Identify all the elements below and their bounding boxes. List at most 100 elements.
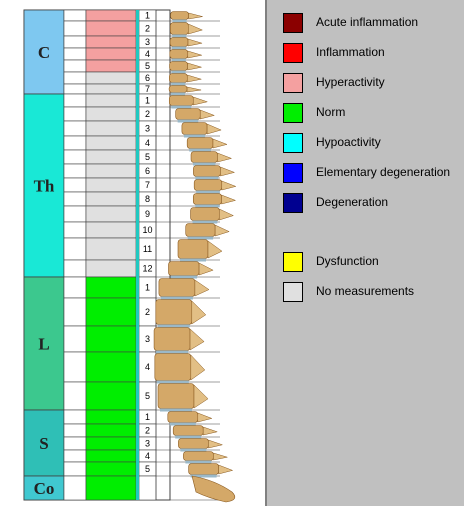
legend-label: Inflammation [316,45,385,59]
status-cell [86,410,136,424]
vertebra-number: 4 [145,138,150,148]
vertebra-number: 3 [145,37,150,47]
intervertebral-disc [175,436,201,439]
status-cell [86,192,136,206]
vertebra-number: 2 [145,109,150,119]
intervertebral-disc [173,20,187,23]
legend-label: Degeneration [316,195,388,209]
spinous-process [217,153,231,162]
intervertebral-disc [170,423,196,426]
status-cell [86,150,136,164]
spinous-process [187,87,201,92]
vertebra-number: 7 [145,84,150,94]
blank-cell [64,21,86,36]
blank-cell [64,298,86,326]
blank-cell [64,352,86,382]
vertebra-body [183,452,213,461]
vertebra-body [170,62,188,71]
intervertebral-disc [171,106,191,109]
vertebra-number: 7 [145,180,150,190]
status-cell [86,178,136,192]
legend-label: Acute inflammation [316,15,418,29]
spinous-process [198,413,212,422]
segment-letter: S [39,434,48,453]
spinous-process [191,355,205,380]
intervertebral-disc [172,47,186,50]
status-cell [86,476,136,500]
blank-cell [64,60,86,72]
status-cell [86,60,136,72]
status-cell [86,352,136,382]
status-cell [86,121,136,136]
vertebra-number: 4 [145,362,150,372]
spinous-process [187,75,201,82]
status-cell [86,298,136,326]
blank-cell [64,326,86,352]
intervertebral-disc [156,351,188,354]
spinous-process [203,427,217,435]
vertebra-body [170,38,188,47]
status-cell [86,424,136,437]
intervertebral-disc [171,83,185,86]
legend-swatch [283,73,303,93]
vertebra-number: 2 [145,426,150,436]
spinous-process [213,139,227,148]
spinous-process [188,51,202,58]
vertebra-body [155,354,191,381]
intervertebral-disc [180,449,206,452]
vertebra-body [191,208,220,221]
vertebra-number: 5 [145,391,150,401]
status-cell [86,277,136,298]
vertebra-body [170,23,188,35]
status-cell [86,21,136,36]
legend-label: No measurements [316,284,414,298]
status-cell [86,72,136,84]
segment-letter: L [38,335,49,354]
vertebra-number: 6 [145,166,150,176]
vertebra-number: 11 [143,244,152,254]
spinous-process [208,440,222,448]
legend-swatch [283,43,303,63]
status-cell [86,48,136,60]
blank-cell [64,462,86,476]
blank-cell [64,476,86,500]
vertebra-number: 8 [145,194,150,204]
blank-cell [64,277,86,298]
spinous-process [188,39,202,46]
vertebra-number: 5 [145,152,150,162]
status-cell [86,437,136,450]
spinous-process [220,167,234,176]
blank-cell [64,450,86,462]
vertebra-number: 4 [145,451,150,461]
legend-swatch [283,163,303,183]
legend-swatch [283,193,303,213]
spinous-process [219,209,233,220]
blank-cell [64,150,86,164]
vertebra-body [187,138,213,149]
vertebra-number: 5 [145,464,150,474]
intervertebral-disc [193,163,215,166]
blank-cell [64,121,86,136]
blank-cell [64,222,86,238]
spinous-process [215,225,229,236]
vertebra-body [156,300,192,325]
vertebra-number: 6 [145,73,150,83]
intervertebral-disc [184,135,205,138]
legend-swatch [283,13,303,33]
vertebra-number: 4 [145,49,150,59]
vertebra-body [171,12,189,20]
spinous-process [213,453,227,460]
legend-label: Dysfunction [316,254,379,268]
intervertebral-disc [193,221,218,224]
vertebra-body [168,262,199,276]
vertebra-number: 3 [145,124,150,134]
spinous-process [194,385,208,408]
spinous-process [207,124,221,134]
intervertebral-disc [185,461,211,464]
vertebra-number: 2 [145,307,150,317]
blank-cell [64,260,86,277]
intervertebral-disc [161,297,193,300]
legend-swatch [283,133,303,153]
blank-cell [64,10,86,21]
